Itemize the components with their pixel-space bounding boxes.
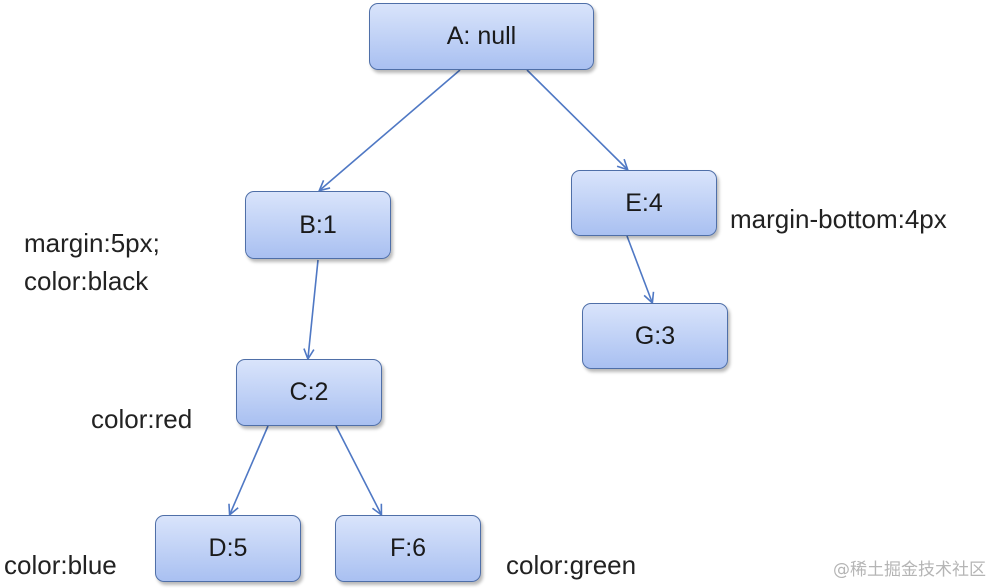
edge-c-d [230,425,269,514]
node-d: D:5 [155,515,301,582]
node-c: C:2 [236,359,382,426]
node-e: E:4 [571,170,717,236]
node-a: A: null [369,3,594,70]
edge-a-b [320,69,461,190]
note-b-margin: margin:5px; [24,228,160,258]
node-g: G:3 [582,303,728,369]
watermark: @稀土掘金技术社区 [833,560,986,580]
node-b: B:1 [245,191,391,259]
edge-b-c [308,259,319,358]
note-e-margin-bottom: margin-bottom:4px [730,204,947,234]
edge-e-g [626,235,652,302]
note-b-color: color:black [24,266,149,296]
note-d-color: color:blue [4,550,117,580]
note-f-color: color:green [506,550,637,580]
note-c-color: color:red [91,404,193,434]
node-f: F:6 [335,515,481,582]
edge-c-f [335,425,381,514]
edge-a-e [526,69,627,169]
